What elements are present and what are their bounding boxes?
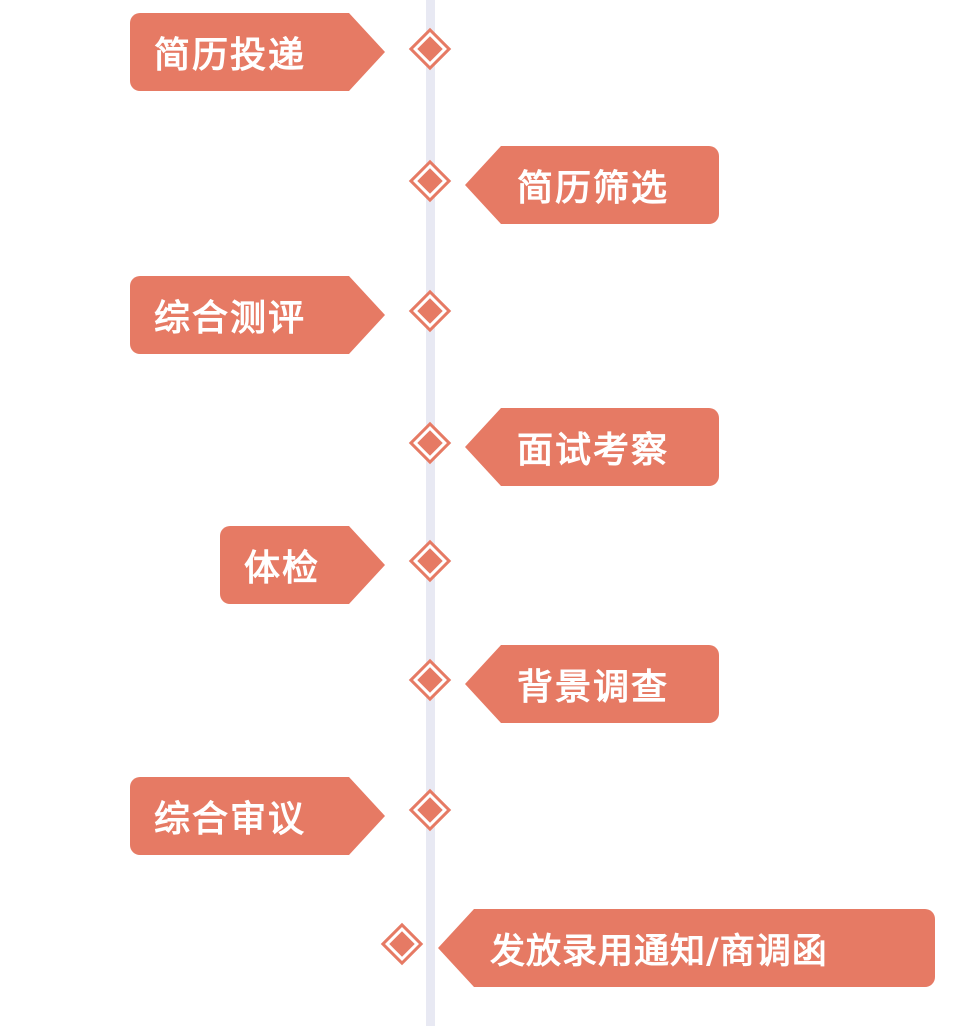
step-label-8: 发放录用通知/商调函 bbox=[490, 931, 828, 972]
diamond-marker-icon bbox=[408, 421, 452, 465]
step-tag-8: 发放录用通知/商调函 bbox=[438, 909, 935, 987]
step-label-4: 面试考察 bbox=[517, 430, 670, 471]
step-label-1: 简历投递 bbox=[154, 35, 307, 76]
step-label-7: 综合审议 bbox=[154, 799, 307, 840]
step-label-6: 背景调查 bbox=[517, 667, 670, 708]
step-label-2: 简历筛选 bbox=[517, 168, 670, 209]
step-tag-2: 简历筛选 bbox=[465, 146, 719, 224]
diamond-marker-icon bbox=[408, 27, 452, 71]
diamond-marker-icon bbox=[408, 788, 452, 832]
timeline-axis bbox=[426, 0, 435, 1026]
step-label-3: 综合测评 bbox=[154, 298, 307, 339]
step-tag-7: 综合审议 bbox=[130, 777, 385, 855]
diamond-marker-icon bbox=[380, 922, 424, 966]
diamond-marker-icon bbox=[408, 658, 452, 702]
step-label-5: 体检 bbox=[244, 548, 321, 589]
step-tag-5: 体检 bbox=[220, 526, 385, 604]
step-tag-4: 面试考察 bbox=[465, 408, 719, 486]
step-tag-6: 背景调查 bbox=[465, 645, 719, 723]
diamond-marker-icon bbox=[408, 289, 452, 333]
step-tag-3: 综合测评 bbox=[130, 276, 385, 354]
diamond-marker-icon bbox=[408, 159, 452, 203]
diamond-marker-icon bbox=[408, 539, 452, 583]
step-tag-1: 简历投递 bbox=[130, 13, 385, 91]
